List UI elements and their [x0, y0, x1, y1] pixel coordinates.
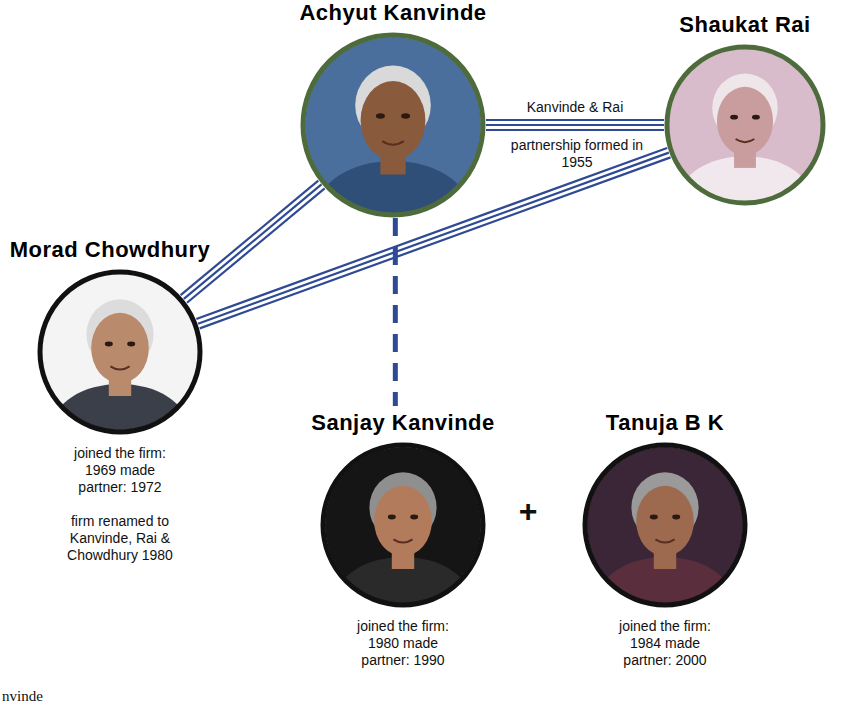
lineage-dashed-line [395, 218, 396, 406]
portrait-circle [582, 442, 748, 608]
career-note: joined the firm: 1984 made partner: 2000 [608, 618, 722, 669]
connector-stroke [486, 119, 664, 121]
portrait-circle [320, 442, 486, 608]
connector-stroke [198, 153, 669, 324]
cropped-caption: nvinde [2, 688, 82, 705]
person-node: Shaukat Rai [664, 12, 826, 206]
person-name: Achyut Kanvinde [299, 0, 486, 26]
connector-stroke [200, 157, 671, 328]
person-node: Achyut Kanvinde [299, 0, 486, 218]
connector-stroke [196, 148, 667, 319]
partnership-line [486, 120, 664, 130]
portrait-circle [37, 269, 203, 435]
person-node: Morad Chowdhury joined the firm: 1969 mad… [10, 237, 231, 564]
portrait-circle [664, 44, 826, 206]
person-name: Tanuja B K [606, 410, 724, 436]
career-note: joined the firm: 1980 made partner: 1990 [346, 618, 460, 669]
connector-stroke [393, 218, 398, 406]
partnership-note: partnership formed in 1955 [502, 137, 652, 171]
person-node: Sanjay Kanvinde joined the firm: 1980 mad… [311, 410, 495, 669]
edge-label: Kanvinde & Rai [524, 99, 627, 115]
connector-stroke [486, 129, 664, 131]
plus-sign: + [508, 503, 548, 520]
person-name: Shaukat Rai [679, 12, 810, 38]
partnership-line [196, 148, 670, 328]
career-note: firm renamed to Kanvinde, Rai & Chowdhur… [63, 513, 177, 564]
person-name: Sanjay Kanvinde [311, 410, 495, 436]
connector-stroke [486, 124, 664, 126]
person-node: Tanuja B K joined the firm: 1984 made par… [582, 410, 748, 669]
career-note: joined the firm: 1969 made partner: 1972 [63, 445, 177, 496]
person-name: Morad Chowdhury [10, 237, 211, 263]
portrait-circle [300, 32, 486, 218]
